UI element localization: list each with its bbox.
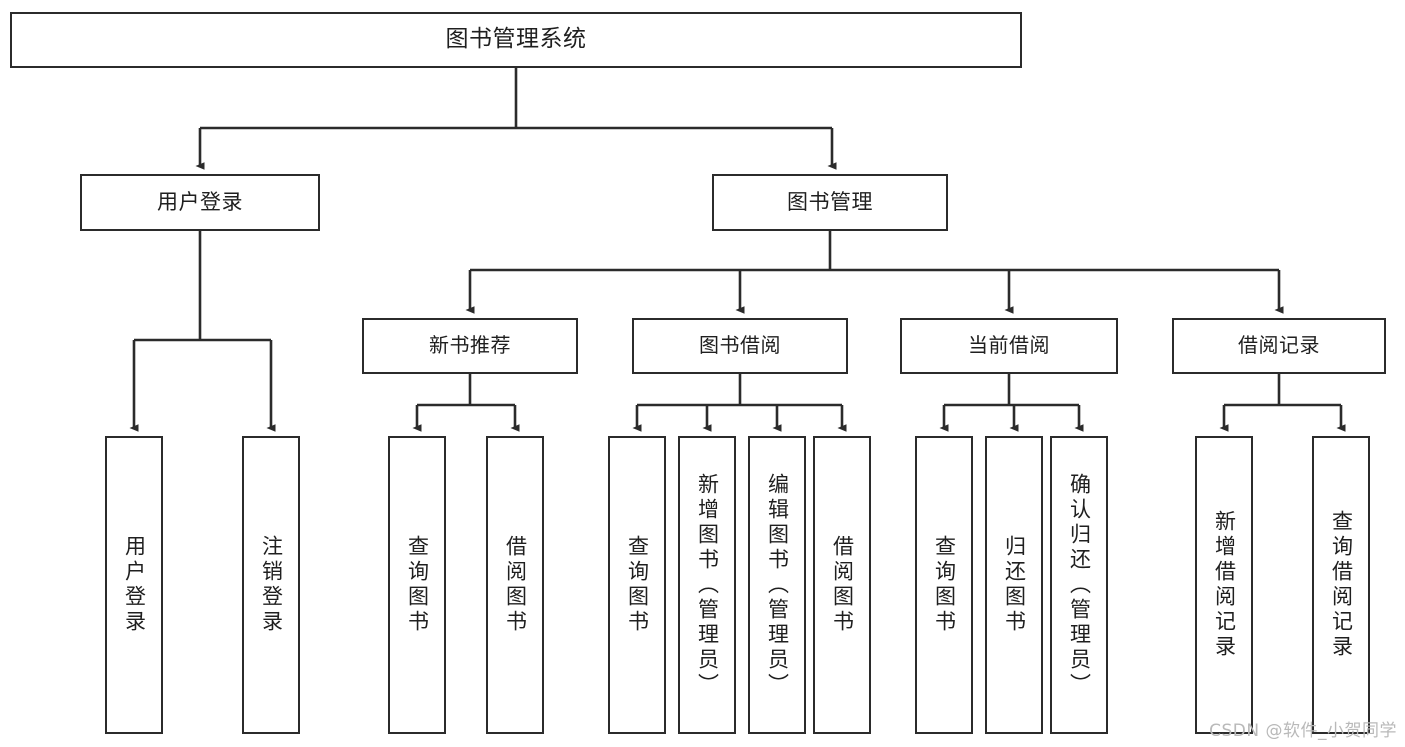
node-root-label: 图书管理系统 — [445, 26, 587, 53]
node-level2-book-borrow-label: 图书借阅 — [699, 333, 781, 358]
node-leaf-query-borrow-record-label: 查询借阅记录 — [1329, 510, 1354, 660]
node-leaf-edit-book-admin-label: 编辑图书（管理员） — [765, 472, 790, 698]
node-leaf-borrow-book-recommend[interactable]: 借阅图书 — [486, 436, 544, 734]
node-level2-borrow-records[interactable]: 借阅记录 — [1172, 318, 1386, 374]
node-leaf-add-book-admin-label: 新增图书（管理员） — [695, 472, 720, 698]
watermark-text: CSDN @软件_小贺同学 — [1209, 721, 1397, 741]
node-leaf-query-book-borrow[interactable]: 查询图书 — [608, 436, 666, 734]
node-leaf-borrow-book[interactable]: 借阅图书 — [813, 436, 871, 734]
node-leaf-add-book-admin[interactable]: 新增图书（管理员） — [678, 436, 736, 734]
node-leaf-query-borrow-record[interactable]: 查询借阅记录 — [1312, 436, 1370, 734]
node-leaf-return-book[interactable]: 归还图书 — [985, 436, 1043, 734]
node-level1-user-login[interactable]: 用户登录 — [80, 174, 320, 231]
node-level2-borrow-records-label: 借阅记录 — [1238, 333, 1320, 358]
node-leaf-query-book-recommend-label: 查询图书 — [405, 535, 430, 635]
node-leaf-borrow-book-recommend-label: 借阅图书 — [503, 535, 528, 635]
node-leaf-logout-label: 注销登录 — [259, 535, 284, 635]
node-leaf-logout[interactable]: 注销登录 — [242, 436, 300, 734]
node-level2-current-borrow[interactable]: 当前借阅 — [900, 318, 1118, 374]
node-leaf-query-book-recommend[interactable]: 查询图书 — [388, 436, 446, 734]
node-leaf-query-book-current-label: 查询图书 — [932, 535, 957, 635]
node-level1-book-management[interactable]: 图书管理 — [712, 174, 948, 231]
node-level2-book-borrow[interactable]: 图书借阅 — [632, 318, 848, 374]
node-leaf-add-borrow-record-label: 新增借阅记录 — [1212, 510, 1237, 660]
node-root[interactable]: 图书管理系统 — [10, 12, 1022, 68]
node-leaf-query-book-current[interactable]: 查询图书 — [915, 436, 973, 734]
node-leaf-return-book-label: 归还图书 — [1002, 535, 1027, 635]
node-leaf-user-login[interactable]: 用户登录 — [105, 436, 163, 734]
node-level1-user-login-label: 用户登录 — [157, 190, 243, 215]
node-leaf-edit-book-admin[interactable]: 编辑图书（管理员） — [748, 436, 806, 734]
node-level2-current-borrow-label: 当前借阅 — [968, 333, 1050, 358]
node-level2-new-book-recommend-label: 新书推荐 — [429, 333, 511, 358]
node-leaf-confirm-return-admin-label: 确认归还（管理员） — [1067, 472, 1092, 698]
node-level2-new-book-recommend[interactable]: 新书推荐 — [362, 318, 578, 374]
node-leaf-add-borrow-record[interactable]: 新增借阅记录 — [1195, 436, 1253, 734]
node-level1-book-management-label: 图书管理 — [787, 190, 873, 215]
node-leaf-borrow-book-label: 借阅图书 — [830, 535, 855, 635]
node-leaf-confirm-return-admin[interactable]: 确认归还（管理员） — [1050, 436, 1108, 734]
node-leaf-user-login-label: 用户登录 — [122, 535, 147, 635]
node-leaf-query-book-borrow-label: 查询图书 — [625, 535, 650, 635]
